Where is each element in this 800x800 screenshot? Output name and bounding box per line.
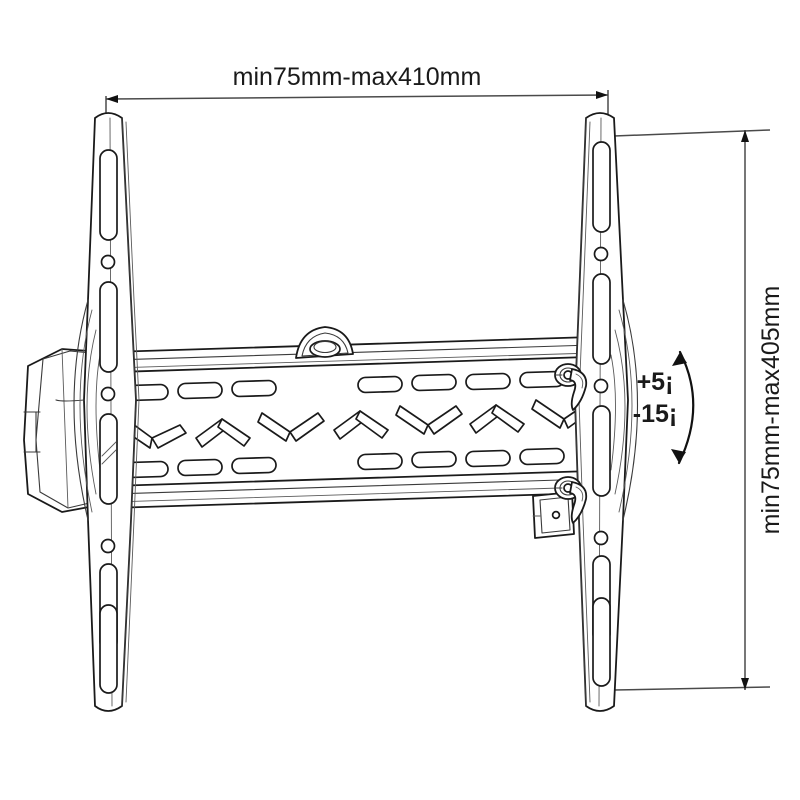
height-dimension-label: min75mm-max405mm: [757, 286, 785, 535]
tilt-up-label: +5¡: [637, 368, 674, 396]
tilt-arrow-head-top: [672, 352, 687, 366]
width-dim-line: [105, 94, 609, 100]
width-dimension-group: min75mm-max410mm: [105, 63, 609, 130]
height-dim-arrow-bottom: [741, 678, 749, 690]
right-rail-slot-group-top: [592, 141, 611, 497]
right-rail-slot-group-bottom: [592, 530, 611, 687]
wall-plate-bottom-slot-row: [123, 447, 565, 479]
wall-plate-top-slot-row: [123, 370, 565, 402]
width-dimension-label: min75mm-max410mm: [233, 63, 482, 91]
lower-tilt-knob: [554, 476, 588, 524]
upper-tilt-knob: [554, 363, 588, 411]
width-dim-arrow-right: [596, 91, 608, 99]
height-dim-extension-top: [613, 129, 771, 137]
width-dim-arrow-left: [106, 95, 118, 103]
height-dim-extension-bottom: [613, 686, 771, 691]
left-rail-slot-group-bottom: [99, 538, 118, 694]
tilt-arc-annotation: +5¡ -15¡: [633, 350, 695, 465]
height-dim-arrow-top: [741, 130, 749, 142]
left-rail-slot-group-top: [99, 149, 118, 505]
tilt-down-label: -15¡: [633, 400, 677, 428]
left-vertical-rail: [55, 112, 140, 712]
tilt-arc: [677, 350, 695, 465]
center-mounting-tab: [295, 326, 354, 359]
tilt-arrow-head-bottom: [671, 449, 686, 463]
right-vertical-rail: [574, 112, 639, 712]
height-dimension-group: min75mm-max405mm: [613, 129, 785, 691]
